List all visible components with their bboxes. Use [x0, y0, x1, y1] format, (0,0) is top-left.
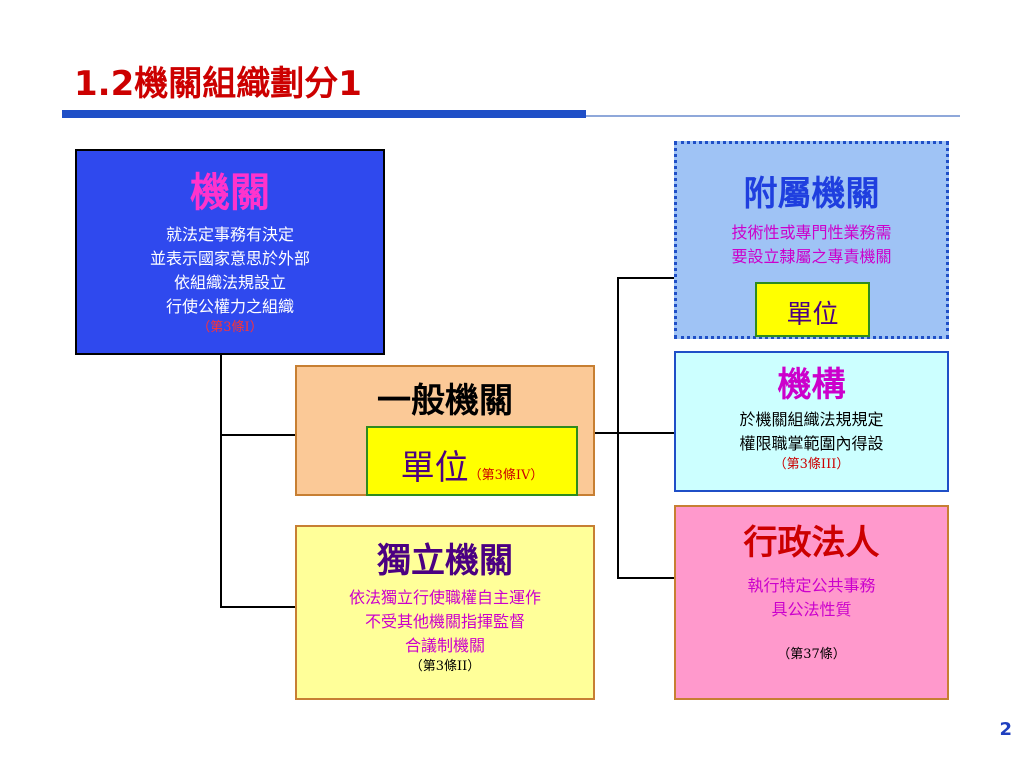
agency-title: 機關	[190, 169, 270, 216]
affiliated-unit-label: 單位	[786, 300, 839, 330]
agency-line: 行使公權力之組織	[165, 297, 294, 316]
institution-box: 機構 於機關組織法規規定 權限職掌範圍內得設 （第3條III）	[674, 351, 949, 492]
affiliated-line: 要設立隸屬之專責機關	[731, 246, 892, 266]
title-underline-thin	[586, 115, 960, 117]
legal-person-box: 行政法人 執行特定公共事務 具公法性質 （第37條）	[674, 505, 949, 700]
independent-agency-box: 獨立機關 依法獨立行使職權自主運作 不受其他機關指揮監督 合議制機關 （第3條I…	[295, 525, 595, 700]
connector-general-out	[594, 432, 618, 434]
connector-to-legal-person	[617, 577, 675, 579]
independent-article: （第3條II）	[409, 658, 481, 674]
title-underline	[62, 110, 586, 118]
connector-agency-trunk	[220, 355, 222, 608]
agency-box: 機關 就法定事務有決定 並表示國家意思於外部 依組織法規設立 行使公權力之組織 …	[75, 149, 385, 355]
connector-to-institution	[617, 432, 675, 434]
independent-line: 依法獨立行使職權自主運作	[348, 587, 541, 607]
legal-person-line: 執行特定公共事務	[747, 575, 876, 595]
independent-agency-title: 獨立機關	[377, 541, 513, 581]
institution-article: （第3條III）	[773, 456, 850, 472]
institution-title: 機構	[777, 365, 846, 405]
connector-right-trunk	[617, 277, 619, 579]
affiliated-unit-badge: 單位	[755, 282, 870, 337]
legal-person-line: 具公法性質	[771, 599, 852, 619]
legal-person-article: （第37條）	[777, 646, 846, 662]
connector-to-affiliated	[617, 277, 675, 279]
institution-line: 權限職掌範圍內得設	[739, 433, 884, 453]
affiliated-agency-title: 附屬機關	[743, 174, 880, 214]
legal-person-title: 行政法人	[743, 523, 880, 563]
page-number: 2	[999, 719, 1012, 740]
general-unit-label: 單位	[400, 448, 469, 488]
affiliated-agency-box: 附屬機關 技術性或專門性業務需 要設立隸屬之專責機關	[674, 141, 949, 339]
agency-article: （第3條I）	[197, 320, 263, 335]
general-unit-article: （第3條IV）	[468, 468, 544, 483]
agency-line: 並表示國家意思於外部	[149, 249, 310, 268]
independent-line: 合議制機關	[404, 635, 485, 655]
affiliated-line: 技術性或專門性業務需	[731, 222, 892, 242]
connector-to-general	[220, 434, 296, 436]
independent-line: 不受其他機關指揮監督	[364, 611, 525, 631]
connector-to-independent	[220, 606, 296, 608]
general-agency-title: 一般機關	[377, 381, 513, 421]
general-unit-badge: 單位（第3條IV）	[366, 426, 578, 496]
agency-line: 依組織法規設立	[173, 273, 286, 292]
institution-line: 於機關組織法規規定	[739, 409, 884, 429]
slide-title: 1.2機關組織劃分1	[74, 64, 362, 104]
agency-line: 就法定事務有決定	[165, 225, 294, 244]
